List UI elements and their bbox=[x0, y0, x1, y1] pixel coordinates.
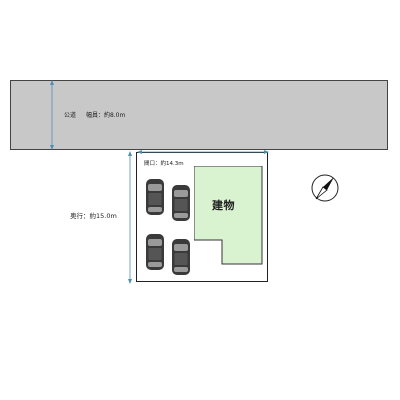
north-arrow-icon bbox=[311, 174, 339, 202]
road-name: 公道 bbox=[64, 112, 77, 119]
depth-label: 奥行：約15.0m bbox=[70, 212, 117, 220]
road-width: 幅員：約8.0m bbox=[85, 112, 126, 119]
car-icon bbox=[172, 185, 190, 221]
car-icon bbox=[172, 239, 190, 275]
car-icon bbox=[146, 234, 164, 270]
building-shape bbox=[194, 166, 263, 265]
road bbox=[10, 80, 388, 150]
building-label: 建物 bbox=[212, 199, 235, 212]
frontage-label: 間口：約14.3m bbox=[144, 161, 184, 167]
road-label: 公道 幅員：約8.0m bbox=[64, 110, 125, 119]
car-icon bbox=[146, 179, 164, 215]
